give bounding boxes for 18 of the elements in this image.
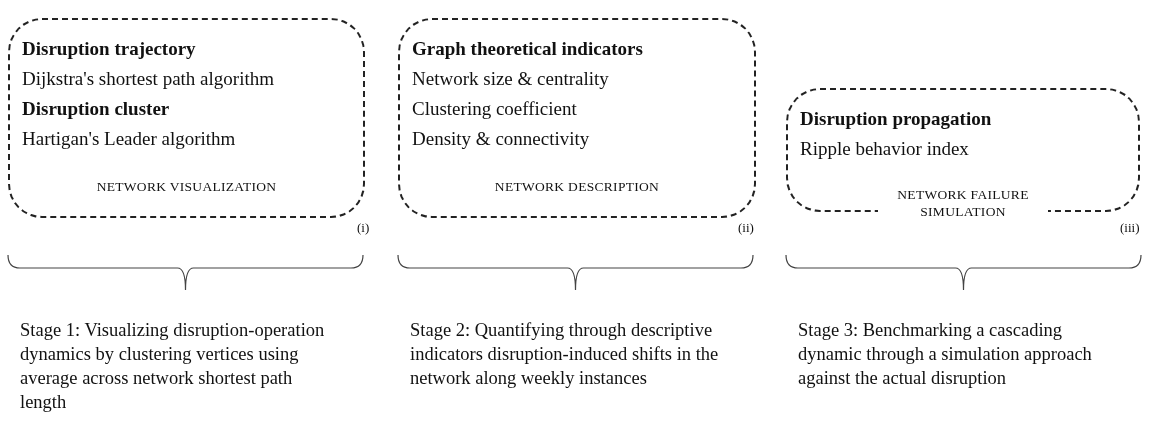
roman-numeral: (i) [357, 220, 370, 236]
section-heading: Disruption trajectory [22, 37, 196, 61]
dashed-stage-box [8, 18, 365, 218]
stage-description: Stage 1: Visualizing disruption-operation dynamics by clustering vertices using average across network shortest path length [20, 319, 326, 414]
section-heading: Graph theoretical indicators [412, 37, 643, 61]
item-text: Network size & centrality [412, 67, 609, 91]
item-text: Dijkstra's shortest path algorithm [22, 67, 274, 91]
roman-numeral: (ii) [738, 220, 754, 236]
item-text: Clustering coefficient [412, 97, 577, 121]
item-text: Ripple behavior index [800, 137, 969, 161]
item-text: Hartigan's Leader algorithm [22, 127, 236, 151]
dashed-stage-box [398, 18, 756, 218]
stage-description: Stage 2: Quantifying through descriptive indicators disruption-induced shifts in the network along weekly instances [410, 319, 720, 390]
roman-numeral: (iii) [1120, 220, 1140, 236]
section-heading: Disruption cluster [22, 97, 170, 121]
section-heading: Disruption propagation [800, 107, 992, 131]
item-text: Density & connectivity [412, 127, 590, 151]
stage-description: Stage 3: Benchmarking a cascading dynamic through a simulation approach against the actual disruption [798, 319, 1093, 390]
